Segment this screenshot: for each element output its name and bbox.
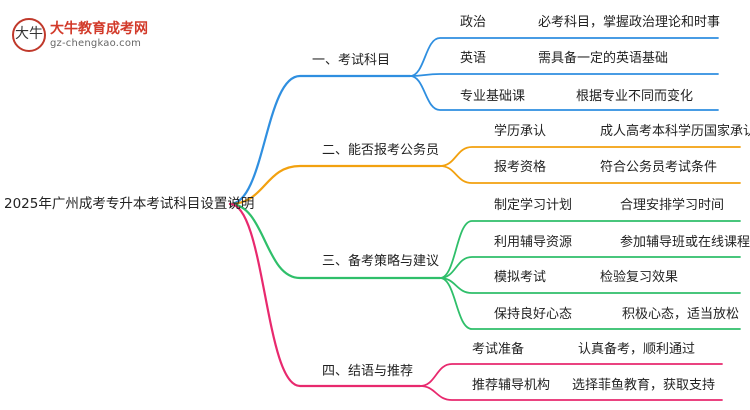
branch-label-study-strategy: 三、备考策略与建议	[322, 254, 440, 269]
leaf-connector	[409, 75, 719, 111]
item-key: 英语	[460, 51, 487, 66]
leaf-connector	[439, 277, 741, 294]
item-value: 参加辅导班或在线课程	[620, 235, 750, 250]
item-value: 符合公务员考试条件	[600, 160, 718, 175]
item-value: 需具备一定的英语基础	[538, 51, 669, 66]
leaf-connector	[439, 146, 741, 167]
mindmap-root: 2025年广州成考专升本考试科目设置说明	[4, 196, 255, 212]
leaf-connector	[439, 165, 741, 184]
leaf-connector	[409, 37, 719, 77]
item-key: 模拟考试	[494, 270, 547, 285]
item-key: 专业基础课	[460, 89, 526, 104]
branch-connector	[228, 202, 442, 280]
item-key: 政治	[460, 15, 487, 30]
branch-connector	[228, 202, 422, 388]
item-value: 成人高考本科学历国家承认	[600, 124, 750, 139]
item-key: 学历承认	[494, 124, 547, 139]
leaf-connector	[419, 363, 723, 387]
site-logo[interactable]: 大牛 大牛教育成考网 gz-chengkao.com	[8, 16, 158, 52]
branch-connector	[228, 164, 442, 206]
leaf-connector	[439, 256, 741, 279]
item-value: 必考科目，掌握政治理论和时事	[538, 15, 721, 30]
logo-mark-icon: 大牛	[12, 18, 46, 52]
leaf-connector	[439, 277, 741, 330]
item-value: 积极心态，适当放松	[622, 307, 740, 322]
branch-label-civil-service: 二、能否报考公务员	[322, 143, 440, 158]
item-key: 推荐辅导机构	[472, 378, 551, 393]
item-key: 制定学习计划	[494, 198, 573, 213]
item-value: 认真备考，顺利通过	[578, 342, 696, 357]
item-key: 利用辅导资源	[494, 235, 573, 250]
leaf-connector	[439, 220, 741, 279]
item-value: 检验复习效果	[600, 270, 679, 285]
branch-label-conclusion: 四、结语与推荐	[322, 364, 414, 379]
logo-url: gz-chengkao.com	[50, 38, 142, 49]
leaf-connector	[409, 73, 719, 77]
branch-label-exam-subjects: 一、考试科目	[312, 53, 391, 68]
item-key: 保持良好心态	[494, 307, 573, 322]
leaf-connector	[419, 385, 723, 401]
branch-connector	[228, 74, 412, 206]
item-key: 考试准备	[472, 342, 525, 357]
logo-name: 大牛教育成考网	[50, 21, 148, 37]
item-key: 报考资格	[494, 160, 547, 175]
item-value: 根据专业不同而变化	[576, 89, 694, 104]
item-value: 选择菲鱼教育，获取支持	[572, 378, 716, 393]
item-value: 合理安排学习时间	[620, 198, 725, 213]
